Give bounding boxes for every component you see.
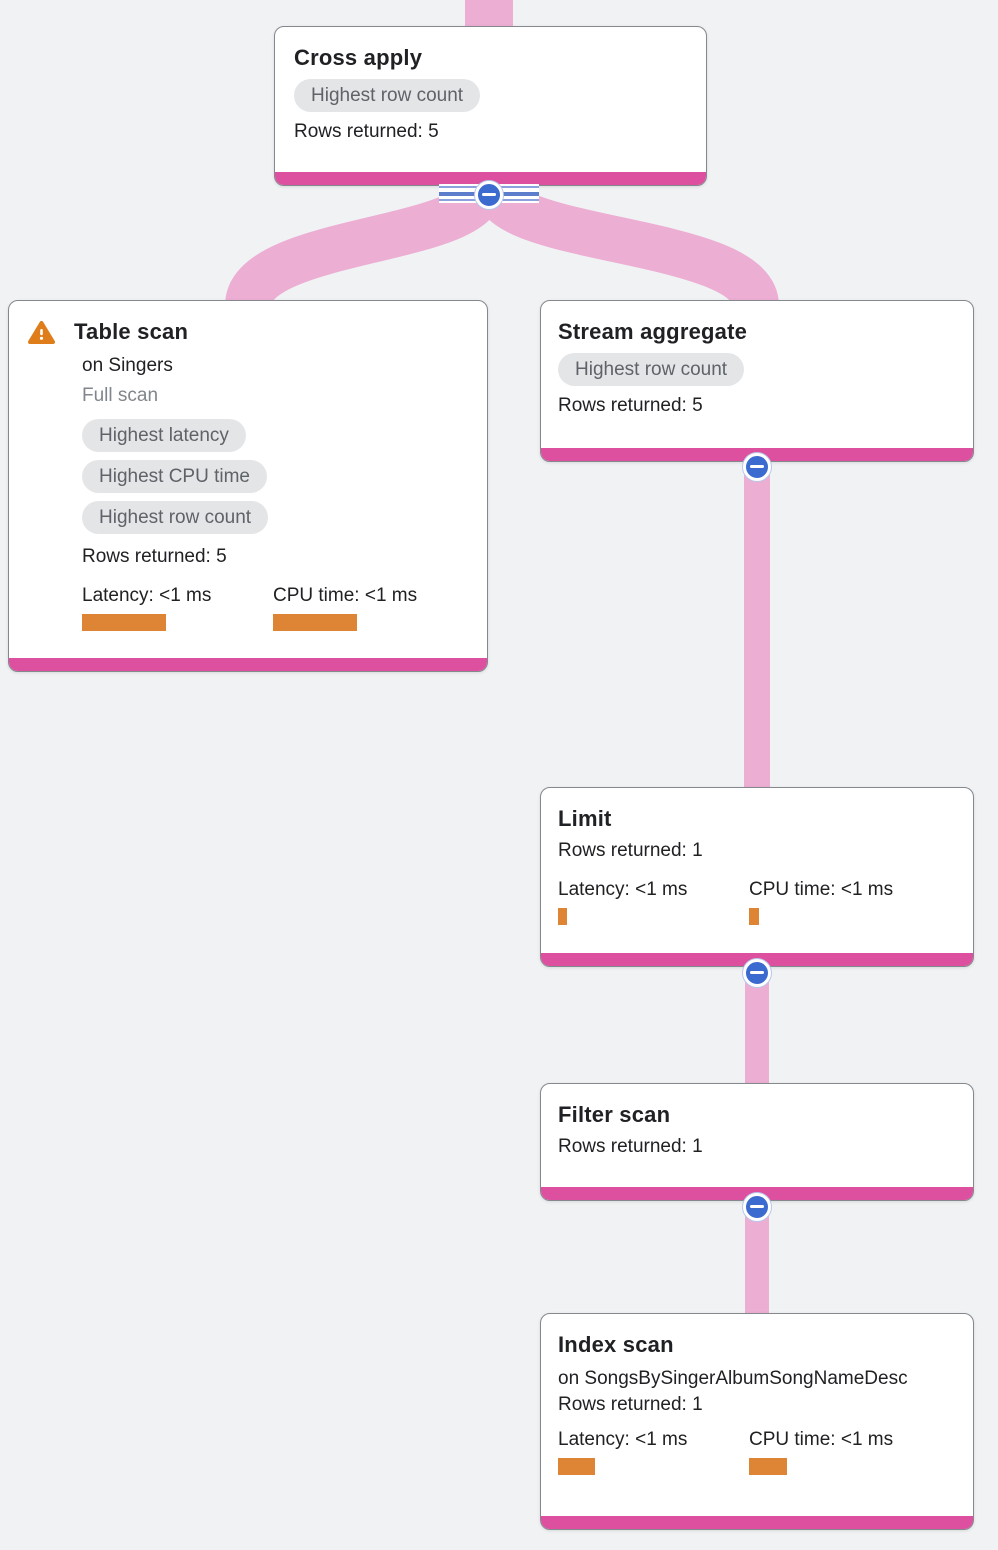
badge-row: Highest CPU time [82, 460, 469, 493]
rows-returned: Rows returned: 5 [82, 546, 227, 567]
node-table-scan[interactable]: Table scan on Singers Full scan Highest … [8, 300, 488, 672]
cpu-metric: CPU time: <1 ms [749, 1429, 940, 1475]
latency-bar [558, 1458, 595, 1475]
collapse-button-filter-scan[interactable] [743, 1193, 771, 1221]
edge-cross-apply-to-table-scan [225, 186, 505, 306]
latency-label: Latency: <1 ms [558, 879, 688, 900]
node-accent-bar [275, 172, 706, 185]
latency-metric: Latency: <1 ms [558, 1429, 749, 1475]
latency-metric: Latency: <1 ms [558, 879, 749, 925]
edge-parent-to-cross-apply [465, 0, 513, 30]
cpu-bar [273, 614, 357, 631]
highlight-badge: Highest latency [82, 419, 246, 452]
highlight-badge: Highest row count [294, 79, 481, 112]
node-index-scan[interactable]: Index scan on SongsBySingerAlbumSongName… [540, 1313, 974, 1530]
node-cross-apply[interactable]: Cross apply Highest row count Rows retur… [274, 26, 707, 186]
node-title: Limit [558, 806, 612, 831]
latency-label: Latency: <1 ms [558, 1429, 688, 1450]
badge-row: Highest row count [294, 79, 688, 112]
latency-label: Latency: <1 ms [82, 585, 212, 606]
node-limit[interactable]: Limit Rows returned: 1 Latency: <1 ms CP… [540, 787, 974, 967]
latency-bar [82, 614, 166, 631]
node-title: Index scan [558, 1332, 674, 1357]
edge-cross-apply-to-stream-aggregate [473, 186, 779, 306]
cpu-label: CPU time: <1 ms [749, 879, 894, 900]
node-accent-bar [9, 658, 487, 671]
badge-row: Highest row count [82, 501, 469, 534]
cpu-bar [749, 908, 759, 925]
scan-target: on Singers [82, 355, 173, 376]
cpu-metric: CPU time: <1 ms [273, 585, 464, 631]
node-title: Cross apply [294, 45, 423, 70]
node-title: Table scan [74, 319, 189, 344]
edge-stream-aggregate-to-limit [744, 462, 770, 790]
minus-icon [750, 1205, 764, 1208]
latency-bar [558, 908, 567, 925]
highlight-badge: Highest row count [82, 501, 269, 534]
rows-returned: Rows returned: 5 [294, 121, 439, 142]
latency-metric: Latency: <1 ms [82, 585, 273, 631]
collapse-button-stream-aggregate[interactable] [743, 453, 771, 481]
rows-returned: Rows returned: 1 [558, 840, 703, 861]
node-filter-scan[interactable]: Filter scan Rows returned: 1 [540, 1083, 974, 1201]
badge-row: Highest row count [558, 353, 955, 386]
minus-icon [482, 193, 496, 196]
branch-edges [225, 186, 779, 306]
minus-icon [750, 971, 764, 974]
rows-returned: Rows returned: 5 [558, 395, 703, 416]
highlight-badge: Highest row count [558, 353, 745, 386]
cpu-label: CPU time: <1 ms [273, 585, 418, 606]
node-title: Stream aggregate [558, 319, 748, 344]
badge-row: Highest latency [82, 419, 469, 452]
minus-icon [750, 465, 764, 468]
cpu-label: CPU time: <1 ms [749, 1429, 894, 1450]
rows-returned: Rows returned: 1 [558, 1136, 703, 1157]
cpu-metric: CPU time: <1 ms [749, 879, 940, 925]
cpu-bar [749, 1458, 787, 1475]
scan-target: on SongsBySingerAlbumSongNameDesc [558, 1368, 908, 1389]
node-accent-bar [541, 1516, 973, 1529]
collapse-button-limit[interactable] [743, 959, 771, 987]
highlight-badge: Highest CPU time [82, 460, 267, 493]
node-title: Filter scan [558, 1102, 671, 1127]
warning-triangle-icon [28, 320, 55, 344]
scan-mode: Full scan [82, 385, 159, 406]
rows-returned: Rows returned: 1 [558, 1394, 703, 1415]
node-stream-aggregate[interactable]: Stream aggregate Highest row count Rows … [540, 300, 974, 462]
collapse-button-cross-apply[interactable] [475, 181, 503, 209]
